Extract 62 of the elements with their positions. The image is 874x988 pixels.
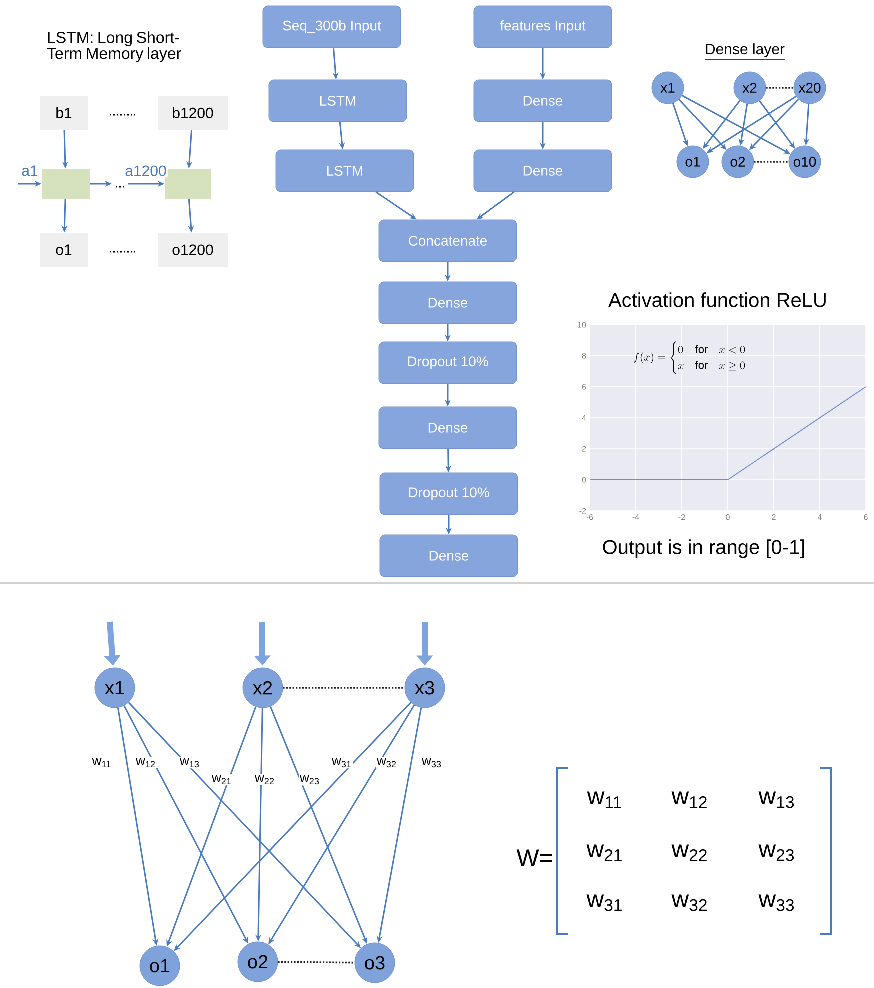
lstm-cell — [42, 169, 90, 199]
edge-label: w$_{11}$ — [91, 758, 113, 768]
y-tick-label: 6 — [582, 384, 586, 390]
edge-label: w$_{21}$ — [211, 774, 233, 786]
edge-label: w$_{22}$ — [254, 774, 276, 786]
layer-box: Dense — [378, 282, 518, 324]
dotted-line — [283, 687, 405, 689]
y-tick-label: 10 — [578, 322, 586, 328]
matrix-label: W= — [516, 850, 552, 866]
layer-box: Dense — [378, 406, 518, 450]
value-box: o1200 — [158, 233, 228, 267]
y-tick-label: 8 — [582, 353, 586, 359]
y-tick-label: 4 — [582, 415, 586, 421]
x-tick-label: 2 — [772, 514, 776, 520]
edge-label: w$_{32}$ — [376, 757, 398, 769]
layer-box: Seq_300b Input — [262, 6, 402, 48]
edge-label: a1200 — [124, 164, 168, 178]
value-box: o1 — [40, 233, 88, 267]
chart-caption: Output is in range [0-1] — [603, 540, 804, 558]
x-tick-label: 4 — [818, 514, 822, 520]
y-tick-label: 2 — [582, 446, 586, 452]
panel-title: Dense layer — [704, 44, 786, 60]
matrix-cell: w$_{13}$ — [758, 792, 794, 808]
matrix-cell: w$_{31}$ — [586, 894, 622, 912]
layer-box: Dense — [474, 150, 612, 192]
x-tick-label: -6 — [586, 514, 594, 520]
edge-label: w$_{12}$ — [135, 757, 157, 769]
x-tick-label: -4 — [632, 514, 640, 520]
matrix-cell: w$_{33}$ — [758, 894, 794, 912]
x-tick-label: 0 — [726, 514, 730, 520]
edge-label: w$_{13}$ — [179, 757, 201, 769]
dotted-line — [278, 961, 355, 964]
chart-title: Activation function ReLU — [608, 292, 826, 308]
edge-label: w$_{23}$ — [299, 774, 321, 786]
matrix-cell: w$_{23}$ — [758, 844, 794, 862]
edge-label: w$_{31}$ — [331, 757, 353, 769]
formula: $f(x) = \begin{cases} 0 & \mathrm{for} \quad x < 0 \\ x & \mathrm{for} \quad x \geq 0 \end{cases}$ — [634, 342, 746, 374]
matrix-cell: w$_{12}$ — [672, 792, 707, 808]
matrix-cell: w$_{22}$ — [672, 844, 707, 862]
layer-box: Dense — [380, 534, 518, 578]
matrix-cell: w$_{21}$ — [586, 844, 622, 862]
y-tick-label: -2 — [580, 508, 586, 514]
edge-label: w$_{33}$ — [421, 757, 443, 769]
x-tick-label: -2 — [678, 514, 686, 520]
layer-box: features Input — [474, 6, 612, 48]
layer-box: Dense — [474, 80, 612, 122]
dotted-line — [766, 87, 794, 89]
panel-title: LSTM: Long Short-Term Memory layer — [47, 32, 182, 62]
y-tick-label: 0 — [582, 477, 586, 483]
layer-box: LSTM — [268, 80, 408, 122]
lstm-cell — [165, 169, 211, 199]
layer-box: Dropout 10% — [380, 472, 518, 516]
layer-box: LSTM — [276, 150, 414, 192]
matrix-cell: w$_{11}$ — [587, 792, 622, 808]
layer-box: Dropout 10% — [378, 342, 518, 384]
layer-box: Concatenate — [378, 220, 518, 262]
value-box: b1 — [40, 96, 88, 130]
matrix-cell: w$_{32}$ — [672, 894, 707, 912]
edge-label: a1 — [20, 164, 40, 178]
x-tick-label: 6 — [864, 514, 868, 520]
dotted-line — [754, 161, 789, 163]
value-box: b1200 — [158, 96, 228, 130]
